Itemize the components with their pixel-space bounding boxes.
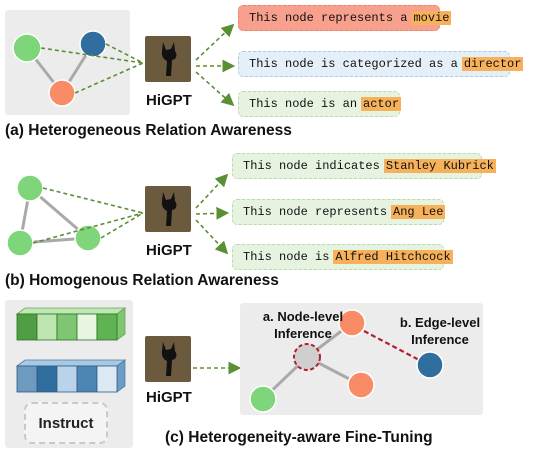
graph-node-orange bbox=[347, 371, 375, 399]
connector-dash bbox=[100, 212, 144, 239]
instruct-box: Instruct bbox=[24, 402, 108, 444]
bubble-b-2: This node represents Ang Lee bbox=[232, 199, 446, 225]
bubble-a-3: This node is an actor bbox=[238, 91, 402, 117]
bubble-highlight: Ang Lee bbox=[391, 205, 446, 219]
finetune-graph bbox=[249, 309, 444, 413]
connector-dash bbox=[74, 62, 144, 94]
connector-dash bbox=[32, 212, 144, 244]
bubble-a-1: This node represents a movie bbox=[238, 5, 452, 31]
connector-dash bbox=[42, 187, 144, 214]
graph-node-green bbox=[74, 224, 102, 252]
graph-node-orange bbox=[338, 309, 366, 337]
llama-silhouette-icon bbox=[161, 42, 177, 76]
arrow-to-bubble bbox=[195, 173, 229, 209]
bubble-a-2: This node is categorized as a director bbox=[238, 51, 524, 77]
edge-level-label: b. Edge-level Inference bbox=[395, 314, 485, 348]
bubble-text: This node is an bbox=[249, 97, 358, 111]
bubble-b-3: This node is Alfred Hitchcock bbox=[232, 244, 453, 270]
green-token-row bbox=[15, 307, 127, 341]
bubble-b-1: This node indicates Stanley Kubrick bbox=[232, 153, 496, 179]
llama-silhouette-icon bbox=[161, 342, 177, 376]
bubble-text: This node indicates bbox=[243, 159, 380, 173]
bubble-text: This node is categorized as a bbox=[249, 57, 458, 71]
arrow-to-bubble bbox=[195, 219, 229, 255]
higpt-logo-icon bbox=[145, 36, 191, 82]
graph-node-green bbox=[12, 33, 42, 63]
caption-c: (c) Heterogeneity-aware Fine-Tuning bbox=[165, 429, 433, 446]
higpt-logo-icon bbox=[145, 186, 191, 232]
graph-node-blue bbox=[79, 30, 107, 58]
bubble-highlight: director bbox=[461, 57, 524, 71]
bubble-text: This node represents bbox=[243, 205, 388, 219]
node-level-label-line2: Inference bbox=[274, 326, 332, 341]
higpt-label-a: HiGPT bbox=[146, 92, 192, 109]
higpt-logo-icon bbox=[145, 336, 191, 382]
graph-node-green bbox=[249, 385, 277, 413]
arrow-to-bubble bbox=[195, 23, 235, 61]
bubble-highlight: Alfred Hitchcock bbox=[333, 250, 453, 264]
arrow-to-bubble bbox=[195, 206, 230, 220]
bubble-highlight: actor bbox=[361, 97, 402, 111]
llama-silhouette-icon bbox=[161, 192, 177, 226]
bubble-highlight: Stanley Kubrick bbox=[383, 159, 496, 173]
bubble-text: This node represents a bbox=[249, 11, 408, 25]
blue-token-row bbox=[15, 359, 127, 393]
bubble-text: This node is bbox=[243, 250, 330, 264]
token-blocks bbox=[15, 307, 127, 393]
edge-level-label-line2: Inference bbox=[411, 332, 469, 347]
node-level-target-node bbox=[293, 343, 321, 371]
arrow-to-bubble bbox=[195, 71, 235, 107]
graph-node-green bbox=[6, 229, 34, 257]
caption-a: (a) Heterogeneous Relation Awareness bbox=[5, 122, 292, 139]
node-level-label-line1: a. Node-level bbox=[262, 309, 344, 324]
bubble-highlight: movie bbox=[411, 11, 452, 25]
graph-node-green bbox=[16, 174, 44, 202]
caption-b: (b) Homogenous Relation Awareness bbox=[5, 272, 279, 289]
node-level-label: a. Node-level Inference bbox=[262, 308, 344, 342]
graph-node-orange bbox=[48, 79, 76, 107]
edge-level-label-line1: b. Edge-level bbox=[399, 315, 481, 330]
graph-node-blue bbox=[416, 351, 444, 379]
edge-level-dashed-edge bbox=[363, 330, 422, 362]
connector-dash bbox=[40, 47, 144, 64]
higpt-label-b: HiGPT bbox=[146, 242, 192, 259]
higpt-label-c: HiGPT bbox=[146, 389, 192, 406]
